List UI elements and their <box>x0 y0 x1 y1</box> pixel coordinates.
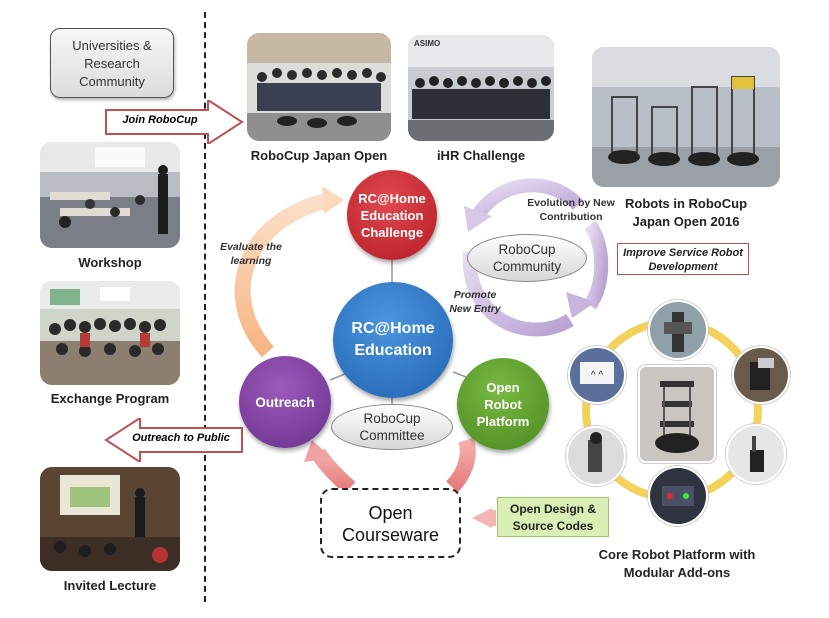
committee-label: RoboCup Committee <box>359 411 425 443</box>
addon-top <box>648 300 708 360</box>
ihr-photo: ASIMO <box>408 35 554 141</box>
outreach-circle-label: Outreach <box>255 394 315 410</box>
education-circle-label: RC@Home Education <box>351 320 435 359</box>
evaluate-note: Evaluate the learning <box>220 241 282 267</box>
open-design-label: Open Design & Source Codes <box>509 502 596 533</box>
open-design-box: Open Design & Source Codes <box>497 497 609 537</box>
committee-ellipse: RoboCup Committee <box>331 404 453 450</box>
japan-open-photo <box>247 33 391 141</box>
addon-bottom <box>648 466 708 526</box>
outreach-arrow-label: Outreach to Public <box>132 432 230 444</box>
challenge-circle: RC@Home Education Challenge <box>347 170 437 260</box>
courseware-box: Open Courseware <box>320 488 461 558</box>
addon-left-face: ^ ^ <box>568 346 626 404</box>
improve-label: Improve Service Robot Development <box>623 247 743 273</box>
education-circle: RC@Home Education <box>333 282 453 398</box>
lecture-caption: Invited Lecture <box>63 578 157 593</box>
community-ellipse: RoboCup Community <box>467 234 587 282</box>
robot-core-photo <box>638 365 716 463</box>
platform-circle-label: Open Robot Platform <box>476 379 530 429</box>
join-arrow-label: Join RoboCup <box>122 114 198 126</box>
evolution-note: Evolution by New Contribution <box>527 197 615 223</box>
asimo-text: ASIMO <box>414 39 441 48</box>
svg-text:^ ^: ^ ^ <box>591 370 603 381</box>
challenge-circle-label: RC@Home Education Challenge <box>358 190 426 240</box>
ihr-caption: iHR Challenge <box>436 148 526 163</box>
robots-2016-photo <box>592 47 780 187</box>
platform-circle: Open Robot Platform <box>457 358 549 450</box>
platform-caption: Core Robot Platform with Modular Add-ons <box>598 547 756 580</box>
addon-right <box>732 346 790 404</box>
universities-box: Universities & Research Community <box>50 28 174 98</box>
japan-open-caption: RoboCup Japan Open <box>250 148 388 163</box>
courseware-label: Open Courseware <box>341 503 440 545</box>
outreach-circle: Outreach <box>239 356 331 448</box>
improve-box: Improve Service Robot Development <box>617 243 749 275</box>
lecture-photo <box>40 467 180 571</box>
exchange-caption: Exchange Program <box>50 391 170 406</box>
promote-note: Promote New Entry <box>449 289 501 315</box>
join-arrow <box>105 100 244 144</box>
addon-right-low <box>726 424 786 484</box>
workshop-photo <box>40 142 180 248</box>
addon-left-low <box>566 426 626 486</box>
community-label: RoboCup Community <box>492 242 562 274</box>
robots-2016-caption: Robots in RoboCup Japan Open 2016 <box>624 196 748 229</box>
outreach-arrow <box>104 418 243 462</box>
universities-box-label: Universities & Research Community <box>72 38 152 89</box>
exchange-photo <box>40 281 180 385</box>
workshop-caption: Workshop <box>78 255 142 270</box>
separator-line <box>204 12 206 602</box>
